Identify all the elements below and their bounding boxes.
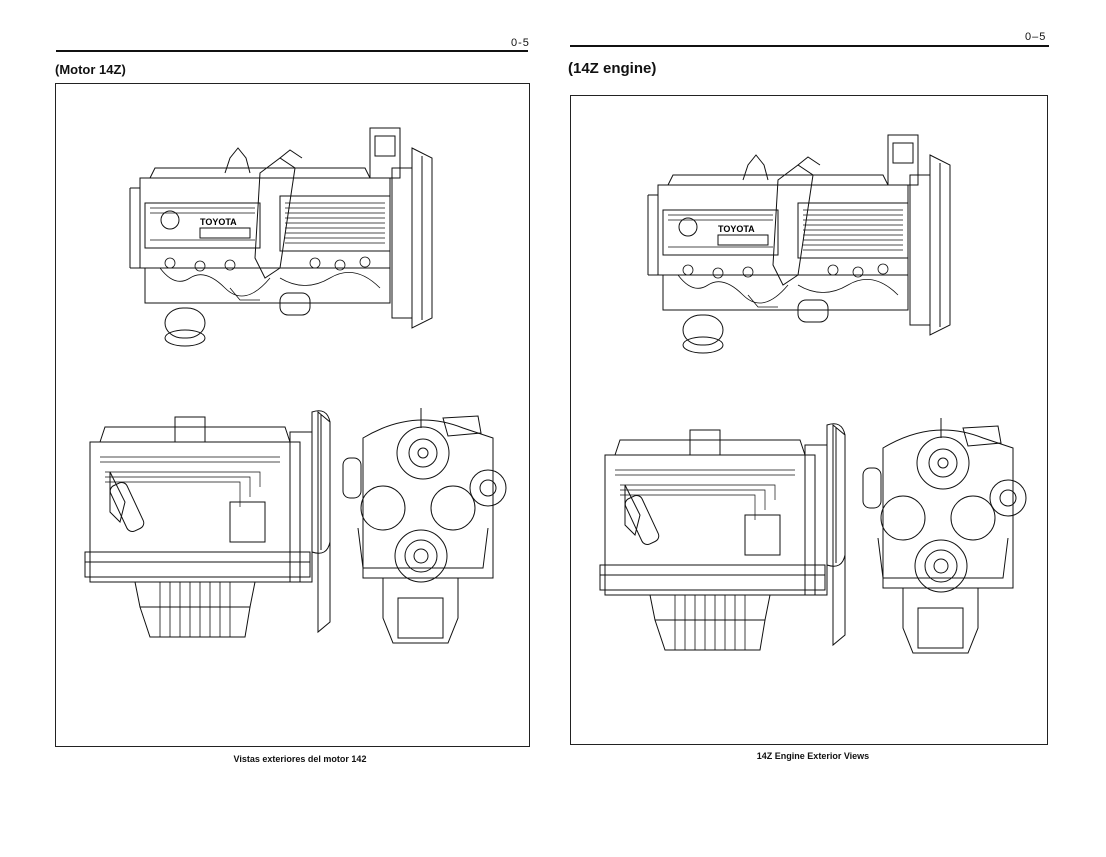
- header-rule: [56, 50, 528, 52]
- engine-logo: TOYOTA: [718, 224, 755, 234]
- illustration-frame: [570, 95, 1048, 745]
- page-title: (Motor 14Z): [55, 62, 126, 77]
- page-title: (14Z engine): [568, 60, 657, 77]
- right-manual-page: 0–5 (14Z engine) TOYOTA 14Z Engine Exter…: [553, 0, 1106, 857]
- illustration-frame: [55, 83, 530, 747]
- engine-top-view-illustration: TOYOTA: [129, 127, 433, 347]
- page-number: 0–5: [1025, 31, 1047, 43]
- engine-side-view-illustration: [84, 410, 331, 638]
- page-number: 0-5: [511, 37, 530, 49]
- engine-side-view-illustration: [599, 423, 846, 651]
- left-manual-page: 0-5 (Motor 14Z) TOYOTA Vistas exteriores…: [55, 37, 530, 764]
- figure-caption: Vistas exteriores del motor 142: [233, 754, 367, 764]
- engine-top-view-illustration: TOYOTA: [647, 134, 951, 354]
- figure-caption: 14Z Engine Exterior Views: [756, 751, 870, 761]
- engine-front-view-illustration: [342, 407, 507, 644]
- engine-front-view-illustration: [862, 417, 1027, 654]
- engine-logo: TOYOTA: [200, 217, 237, 227]
- header-rule: [570, 45, 1049, 47]
